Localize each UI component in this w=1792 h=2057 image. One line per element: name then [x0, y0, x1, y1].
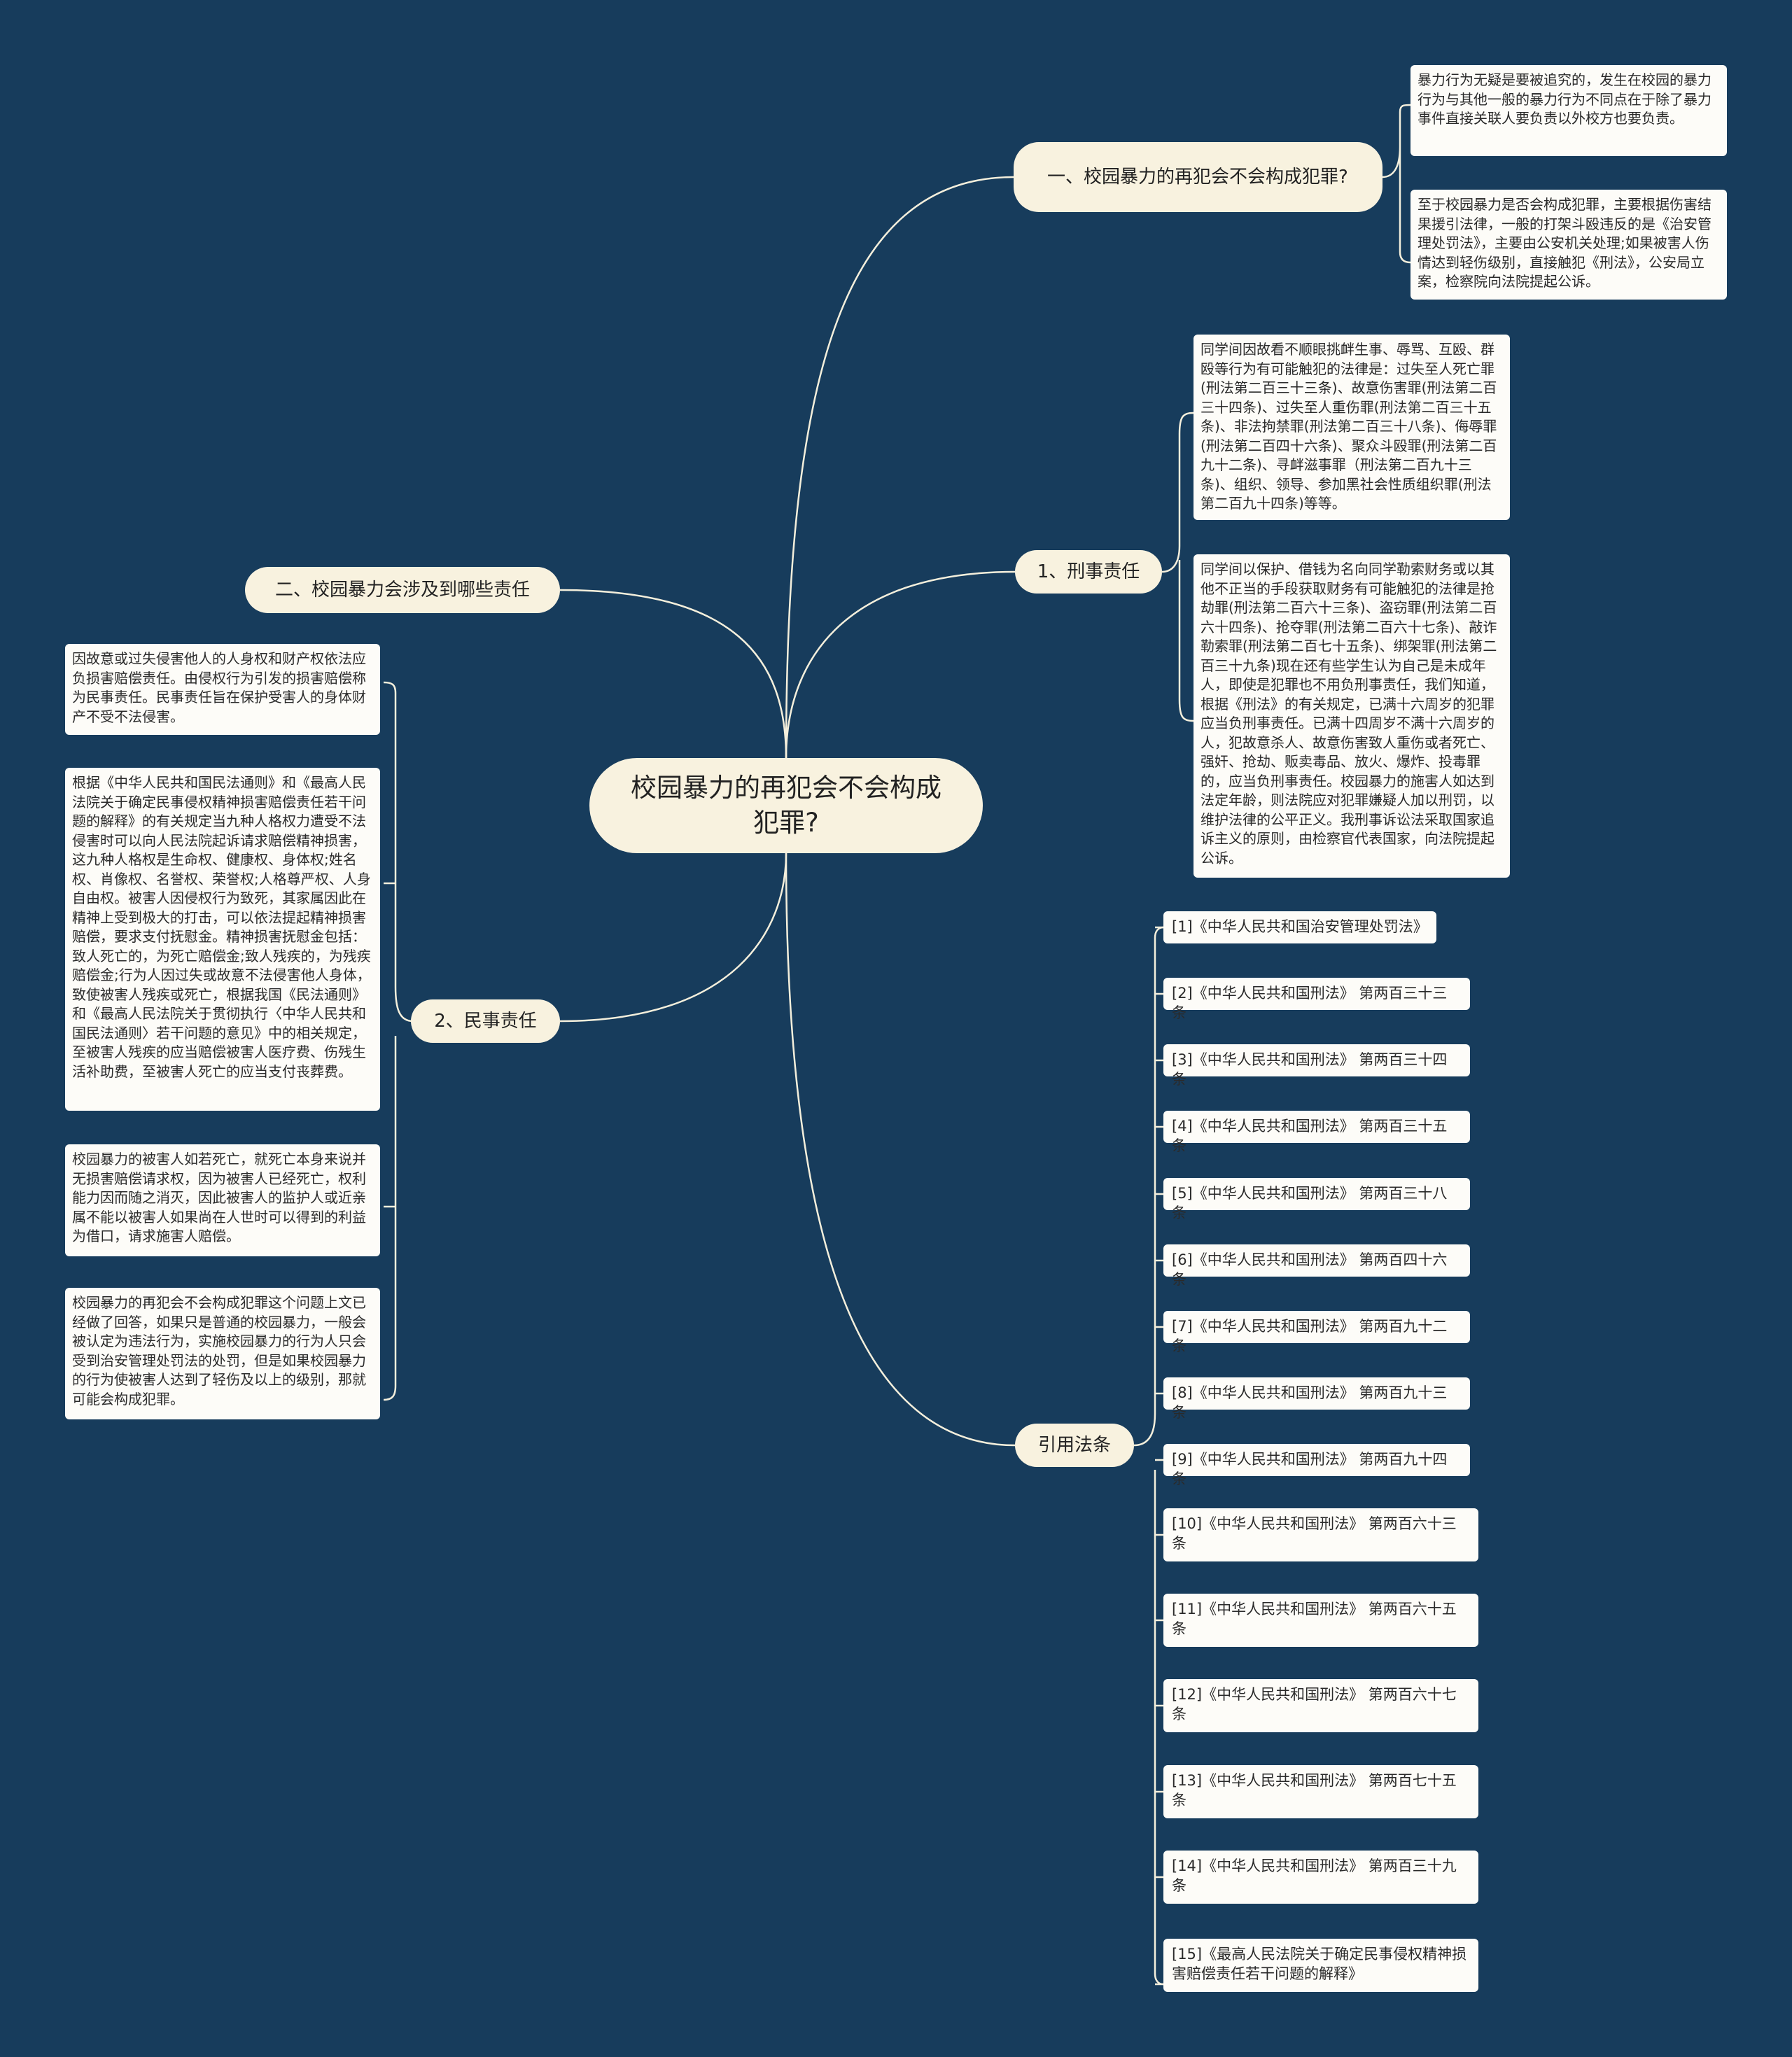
- ref-item-14-text: [14]《中华人民共和国刑法》 第两百三十九条: [1172, 1858, 1457, 1894]
- ref-item-10-text: [10]《中华人民共和国刑法》 第两百六十三条: [1172, 1515, 1457, 1552]
- leaf-civil-4: 校园暴力的再犯会不会构成犯罪这个问题上文已经做了回答，如果只是普通的校园暴力，一…: [65, 1288, 380, 1419]
- ref-item-12-text: [12]《中华人民共和国刑法》 第两百六十七条: [1172, 1686, 1457, 1722]
- root-label: 校园暴力的再犯会不会构成犯罪?: [631, 773, 941, 838]
- link-root-civil: [559, 852, 788, 1023]
- ref-item-1-text: [1]《中华人民共和国治安管理处罚法》: [1172, 918, 1428, 935]
- leaf-criminal-1-text: 同学间因故看不顺眼挑衅生事、辱骂、互殴、群殴等行为有可能触犯的法律是：过失至人死…: [1200, 341, 1497, 512]
- ref-item-8[interactable]: [8]《中华人民共和国刑法》 第两百九十三条: [1163, 1377, 1470, 1421]
- ref-item-3-text: [3]《中华人民共和国刑法》 第两百三十四条: [1172, 1051, 1448, 1088]
- ref-item-5-text: [5]《中华人民共和国刑法》 第两百三十八条: [1172, 1185, 1448, 1221]
- ref-item-2[interactable]: [2]《中华人民共和国刑法》 第两百三十三条: [1163, 978, 1470, 1021]
- leaf-civil-1-text: 因故意或过失侵害他人的人身权和财产权依法应负损害赔偿责任。由侵权行为引发的损害赔…: [72, 650, 366, 725]
- ref-item-11[interactable]: [11]《中华人民共和国刑法》 第两百六十五条: [1163, 1594, 1478, 1647]
- leaf-criminal-2-text: 同学间以保护、借钱为名向同学勒索财务或以其他不正当的手段获取财务有可能触犯的法律…: [1200, 561, 1497, 866]
- ref-item-11-text: [11]《中华人民共和国刑法》 第两百六十五条: [1172, 1601, 1457, 1637]
- leaf-civil-3: 校园暴力的被害人如若死亡，就死亡本身来说并无损害赔偿请求权，因为被害人已经死亡，…: [65, 1144, 380, 1256]
- ref-item-3[interactable]: [3]《中华人民共和国刑法》 第两百三十四条: [1163, 1044, 1470, 1088]
- leaf-civil-3-text: 校园暴力的被害人如若死亡，就死亡本身来说并无损害赔偿请求权，因为被害人已经死亡，…: [72, 1151, 366, 1244]
- leaf-criminal-1: 同学间因故看不顺眼挑衅生事、辱骂、互殴、群殴等行为有可能触犯的法律是：过失至人死…: [1194, 335, 1510, 520]
- link-civil-bracket: [383, 681, 414, 1401]
- leaf-q1-2: 至于校园暴力是否会构成犯罪，主要根据伤害结果援引法律，一般的打架斗殴违反的是《治…: [1410, 190, 1727, 300]
- branch-refs[interactable]: 引用法条: [1015, 1424, 1134, 1467]
- branch-q1-label: 一、校园暴力的再犯会不会构成犯罪?: [1047, 167, 1348, 188]
- ref-item-4-text: [4]《中华人民共和国刑法》 第两百三十五条: [1172, 1118, 1448, 1154]
- ref-item-1[interactable]: [1]《中华人民共和国治安管理处罚法》: [1163, 911, 1436, 943]
- ref-item-8-text: [8]《中华人民共和国刑法》 第两百九十三条: [1172, 1384, 1448, 1421]
- ref-item-2-text: [2]《中华人民共和国刑法》 第两百三十三条: [1172, 985, 1448, 1021]
- branch-criminal-label: 1、刑事责任: [1037, 561, 1140, 582]
- leaf-civil-2: 根据《中华人民共和国民法通则》和《最高人民法院关于确定民事侵权精神损害赔偿责任若…: [65, 768, 380, 1111]
- leaf-civil-2-text: 根据《中华人民共和国民法通则》和《最高人民法院关于确定民事侵权精神损害赔偿责任若…: [72, 774, 371, 1080]
- branch-q2-label: 二、校园暴力会涉及到哪些责任: [274, 580, 530, 601]
- link-refs-bracket: [1133, 926, 1164, 1986]
- ref-item-15-text: [15]《最高人民法院关于确定民事侵权精神损害赔偿责任若干问题的解释》: [1172, 1946, 1467, 1982]
- link-root-criminal: [785, 570, 1016, 759]
- link-q1-bracket: [1382, 104, 1411, 264]
- link-root-q1: [785, 176, 1014, 759]
- leaf-civil-4-text: 校园暴力的再犯会不会构成犯罪这个问题上文已经做了回答，如果只是普通的校园暴力，一…: [72, 1294, 366, 1407]
- ref-item-7-text: [7]《中华人民共和国刑法》 第两百九十二条: [1172, 1318, 1448, 1354]
- ref-item-5[interactable]: [5]《中华人民共和国刑法》 第两百三十八条: [1163, 1178, 1470, 1221]
- leaf-civil-1: 因故意或过失侵害他人的人身权和财产权依法应负损害赔偿责任。由侵权行为引发的损害赔…: [65, 644, 380, 735]
- ref-item-9[interactable]: [9]《中华人民共和国刑法》 第两百九十四条: [1163, 1444, 1470, 1487]
- leaf-q1-1-text: 暴力行为无疑是要被追究的，发生在校园的暴力行为与其他一般的暴力行为不同点在于除了…: [1418, 71, 1712, 127]
- link-root-q2: [559, 589, 788, 759]
- ref-item-12[interactable]: [12]《中华人民共和国刑法》 第两百六十七条: [1163, 1679, 1478, 1732]
- branch-civil-label: 2、民事责任: [434, 1011, 537, 1032]
- leaf-criminal-2: 同学间以保护、借钱为名向同学勒索财务或以其他不正当的手段获取财务有可能触犯的法律…: [1194, 554, 1510, 878]
- branch-q2[interactable]: 二、校园暴力会涉及到哪些责任: [245, 567, 560, 613]
- ref-item-15[interactable]: [15]《最高人民法院关于确定民事侵权精神损害赔偿责任若干问题的解释》: [1163, 1939, 1478, 1992]
- ref-item-7[interactable]: [7]《中华人民共和国刑法》 第两百九十二条: [1163, 1311, 1470, 1354]
- branch-criminal[interactable]: 1、刑事责任: [1015, 550, 1162, 594]
- ref-item-4[interactable]: [4]《中华人民共和国刑法》 第两百三十五条: [1163, 1111, 1470, 1154]
- ref-item-9-text: [9]《中华人民共和国刑法》 第两百九十四条: [1172, 1451, 1448, 1487]
- link-criminal-bracket: [1161, 412, 1194, 722]
- ref-item-13[interactable]: [13]《中华人民共和国刑法》 第两百七十五条: [1163, 1765, 1478, 1818]
- branch-q1[interactable]: 一、校园暴力的再犯会不会构成犯罪?: [1014, 142, 1382, 212]
- branch-civil[interactable]: 2、民事责任: [411, 999, 560, 1043]
- ref-item-13-text: [13]《中华人民共和国刑法》 第两百七十五条: [1172, 1772, 1457, 1809]
- link-root-refs: [785, 852, 1016, 1447]
- ref-item-10[interactable]: [10]《中华人民共和国刑法》 第两百六十三条: [1163, 1508, 1478, 1561]
- ref-item-6[interactable]: [6]《中华人民共和国刑法》 第两百四十六条: [1163, 1244, 1470, 1288]
- branch-refs-label: 引用法条: [1037, 1435, 1111, 1456]
- leaf-q1-2-text: 至于校园暴力是否会构成犯罪，主要根据伤害结果援引法律，一般的打架斗殴违反的是《治…: [1418, 196, 1712, 290]
- root-node[interactable]: 校园暴力的再犯会不会构成犯罪?: [589, 758, 983, 853]
- ref-item-6-text: [6]《中华人民共和国刑法》 第两百四十六条: [1172, 1251, 1448, 1288]
- leaf-q1-1: 暴力行为无疑是要被追究的，发生在校园的暴力行为与其他一般的暴力行为不同点在于除了…: [1410, 65, 1727, 156]
- ref-item-14[interactable]: [14]《中华人民共和国刑法》 第两百三十九条: [1163, 1851, 1478, 1904]
